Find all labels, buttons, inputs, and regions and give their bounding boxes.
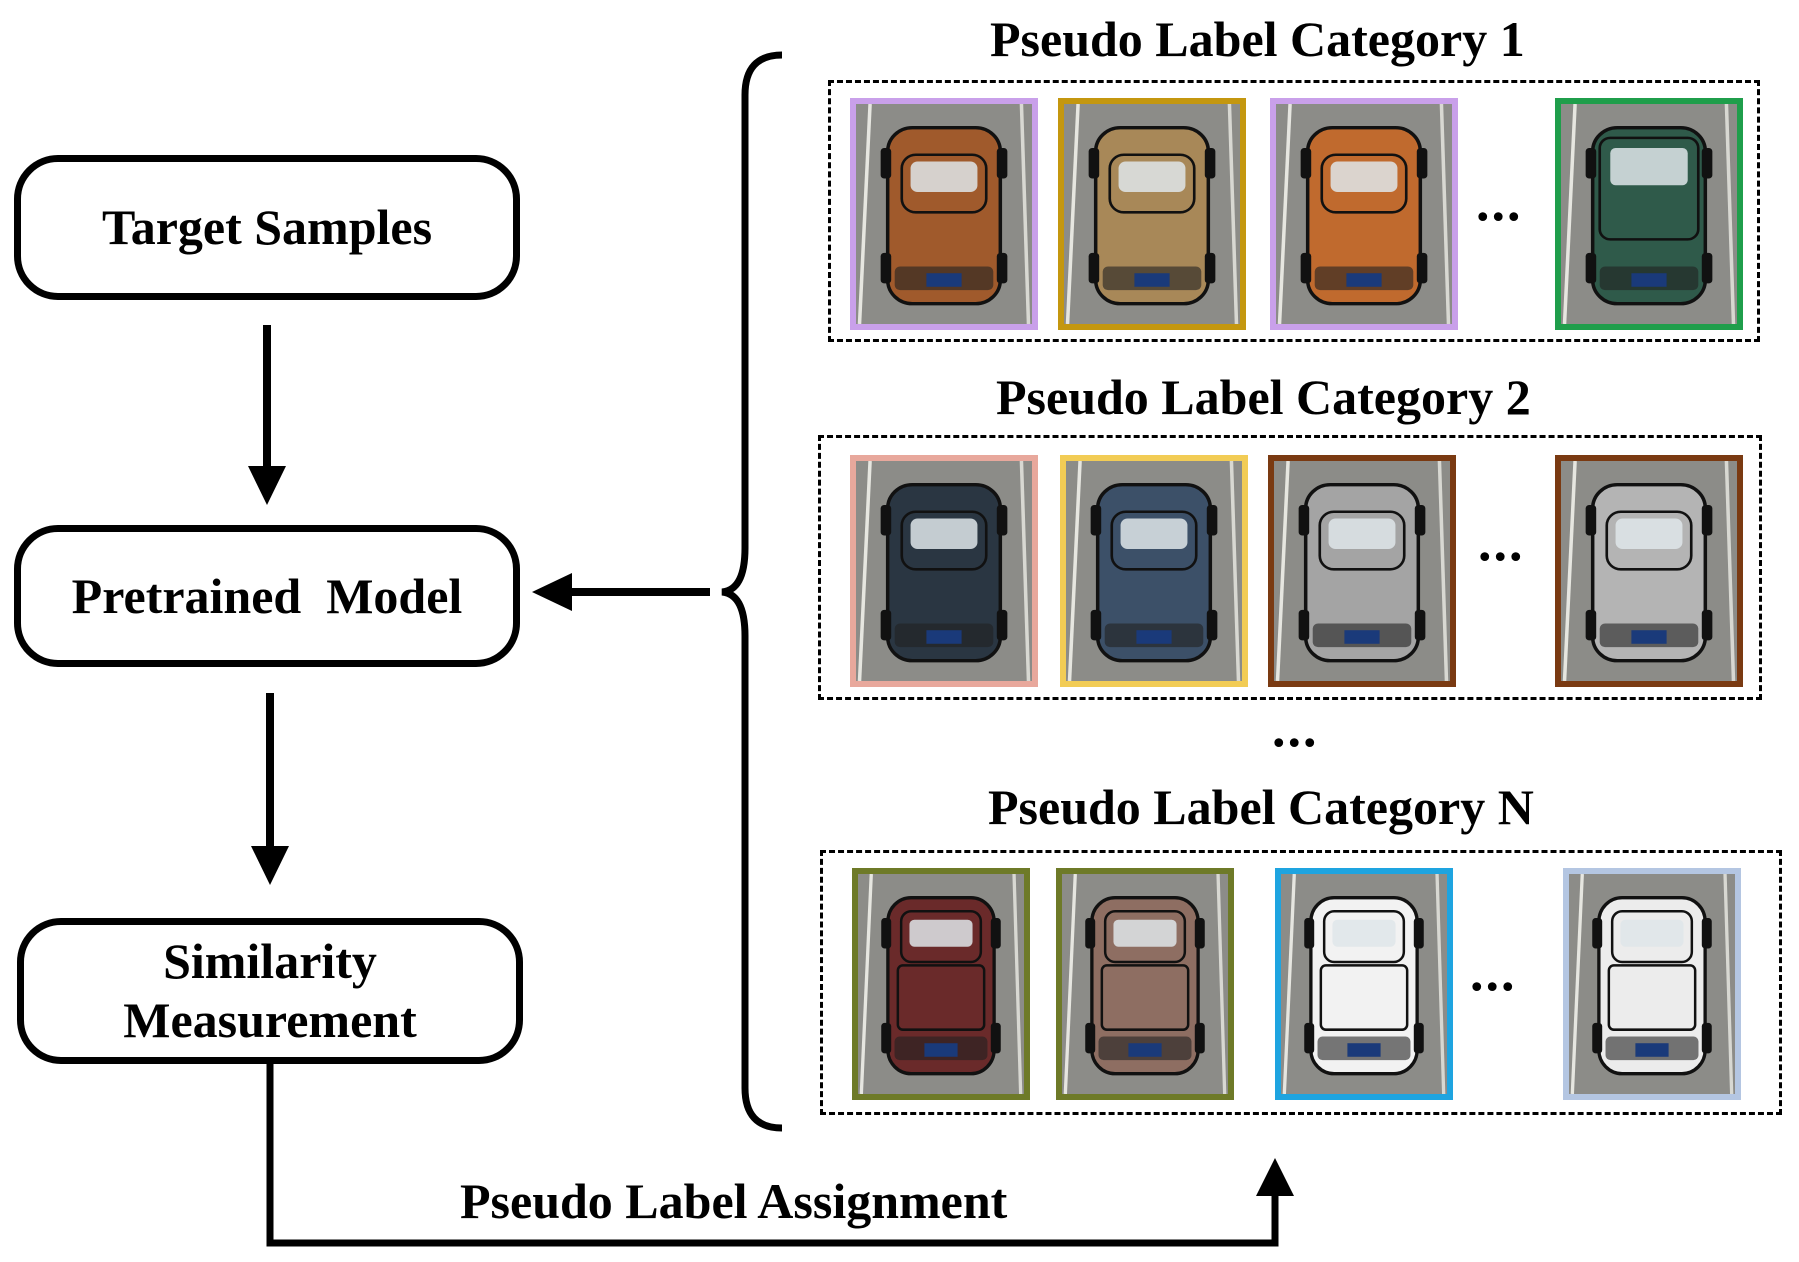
pretrained-model-box: Pretrained Model xyxy=(14,525,520,667)
vehicle-thumbnail xyxy=(1060,455,1248,687)
vehicle-thumbnail xyxy=(852,868,1030,1100)
vehicle-thumbnail xyxy=(850,98,1038,330)
category-2-title: Pseudo Label Category 2 xyxy=(996,369,1531,425)
pseudo-label-assignment-label: Pseudo Label Assignment xyxy=(460,1173,1008,1229)
vehicle-thumbnail xyxy=(1058,98,1246,330)
category-1-title: Pseudo Label Category 1 xyxy=(990,11,1525,67)
category-2-group xyxy=(818,435,1762,700)
vehicle-thumbnail xyxy=(1270,98,1458,330)
category-n-title: Pseudo Label Category N xyxy=(988,779,1534,835)
arrow-target-to-model xyxy=(248,325,286,505)
similarity-label-line1: Similarity xyxy=(163,933,377,989)
vehicle-thumbnail xyxy=(1268,455,1456,687)
category-1-group xyxy=(828,80,1760,342)
middle-ellipsis: ... xyxy=(1272,698,1319,758)
pretrained-model-label: Pretrained Model xyxy=(71,567,463,624)
category-n-group xyxy=(820,850,1782,1115)
target-samples-label: Target Samples xyxy=(101,199,433,255)
arrow-model-to-similarity xyxy=(251,693,289,885)
vehicle-thumbnail xyxy=(850,455,1038,687)
category-2-ellipsis: ... xyxy=(1478,512,1525,572)
similarity-measurement-box: Similarity Measurement xyxy=(17,918,523,1064)
curly-brace xyxy=(721,51,783,1132)
category-1-ellipsis: ... xyxy=(1476,172,1523,232)
target-samples-box: Target Samples xyxy=(14,155,520,300)
arrow-assignment xyxy=(266,1062,1294,1247)
similarity-label-line2: Measurement xyxy=(123,992,417,1048)
vehicle-thumbnail xyxy=(1563,868,1741,1100)
vehicle-thumbnail xyxy=(1555,455,1743,687)
arrow-categories-to-model xyxy=(532,573,710,611)
category-n-ellipsis: ... xyxy=(1470,942,1517,1002)
vehicle-thumbnail xyxy=(1555,98,1743,330)
vehicle-thumbnail xyxy=(1056,868,1234,1100)
vehicle-thumbnail xyxy=(1275,868,1453,1100)
